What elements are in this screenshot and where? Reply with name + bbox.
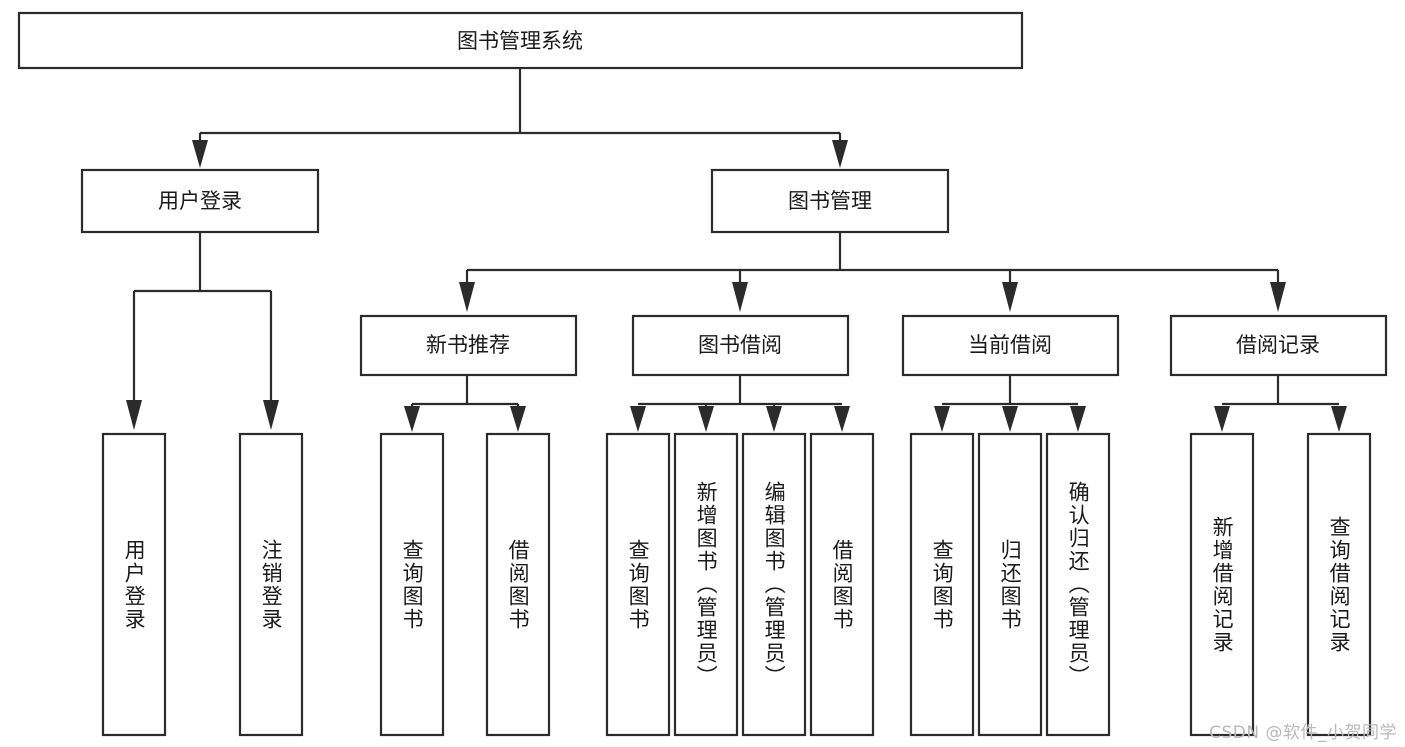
leaf-confirm-return-box[interactable] [1045, 432, 1111, 737]
node-book-manage[interactable]: 图书管理 [710, 168, 950, 234]
leaf-borrow-book-2-box[interactable] [809, 432, 875, 737]
node-book-borrow[interactable]: 图书借阅 [631, 314, 850, 377]
arrow-head-leaf-user-login [126, 400, 142, 430]
arrow-head-leaf-return-book [1002, 406, 1018, 432]
arrow-head-leaf-query-book-1 [404, 406, 420, 432]
arrow-head-book-borrow [732, 282, 748, 312]
leaf-user-logout-box[interactable] [238, 432, 304, 737]
arrow-head-leaf-borrow-book-2 [834, 406, 850, 432]
node-root[interactable]: 图书管理系统 [17, 11, 1024, 70]
arrow-head-user-login [192, 140, 208, 168]
leaf-query-book-1-box[interactable] [379, 432, 445, 737]
node-borrow-record-box[interactable] [1169, 314, 1388, 377]
leaf-return-book-box[interactable] [977, 432, 1043, 737]
node-book-borrow-box[interactable] [631, 314, 850, 377]
arrow-head-leaf-confirm-return [1070, 406, 1086, 432]
node-book-manage-box[interactable] [710, 168, 950, 234]
leaf-query-book-2-box[interactable] [605, 432, 671, 737]
node-book-borrow-label: 图书借阅 [698, 333, 782, 357]
node-borrow-record-label: 借阅记录 [1236, 333, 1320, 357]
leaf-borrow-book-1-box[interactable] [485, 432, 551, 737]
node-new-book-recommend[interactable]: 新书推荐 [359, 314, 578, 377]
connector-layer [126, 68, 1347, 432]
leaf-query-book-3-box[interactable] [909, 432, 975, 737]
node-user-login-box[interactable] [80, 168, 320, 234]
node-root-box[interactable] [17, 11, 1024, 70]
arrow-head-current-borrow [1002, 282, 1018, 312]
arrow-head-leaf-query-record [1331, 406, 1347, 432]
arrow-head-leaf-user-logout [263, 400, 279, 430]
node-root-label: 图书管理系统 [457, 29, 583, 53]
arrow-head-leaf-add-record [1214, 406, 1230, 432]
csdn-watermark: CSDN @软件_小贺同学 [1209, 723, 1397, 743]
node-new-book-recommend-box[interactable] [359, 314, 578, 377]
arrow-head-leaf-borrow-book-1 [510, 406, 526, 432]
node-user-login[interactable]: 用户登录 [80, 168, 320, 234]
leaf-edit-book-box[interactable] [741, 432, 807, 737]
leaf-box-layer [101, 432, 1372, 737]
node-borrow-record[interactable]: 借阅记录 [1169, 314, 1388, 377]
node-current-borrow[interactable]: 当前借阅 [901, 314, 1120, 377]
node-book-manage-label: 图书管理 [788, 189, 872, 213]
node-current-borrow-box[interactable] [901, 314, 1120, 377]
arrow-head-leaf-add-book [698, 406, 714, 432]
leaf-query-record-box[interactable] [1306, 432, 1372, 737]
arrow-head-book-manage [832, 140, 848, 168]
leaf-add-record-box[interactable] [1189, 432, 1255, 737]
arrow-head-new-book-recommend [459, 282, 475, 312]
leaf-user-login-box[interactable] [101, 432, 167, 737]
leaf-add-book-box[interactable] [673, 432, 739, 737]
node-new-book-recommend-label: 新书推荐 [426, 333, 510, 357]
arrow-head-leaf-edit-book [766, 406, 782, 432]
node-current-borrow-label: 当前借阅 [968, 333, 1052, 357]
arrow-head-leaf-query-book-2 [630, 406, 646, 432]
arrow-head-borrow-record [1270, 282, 1286, 312]
arrow-head-leaf-query-book-3 [934, 406, 950, 432]
node-user-login-label: 用户登录 [158, 189, 242, 213]
